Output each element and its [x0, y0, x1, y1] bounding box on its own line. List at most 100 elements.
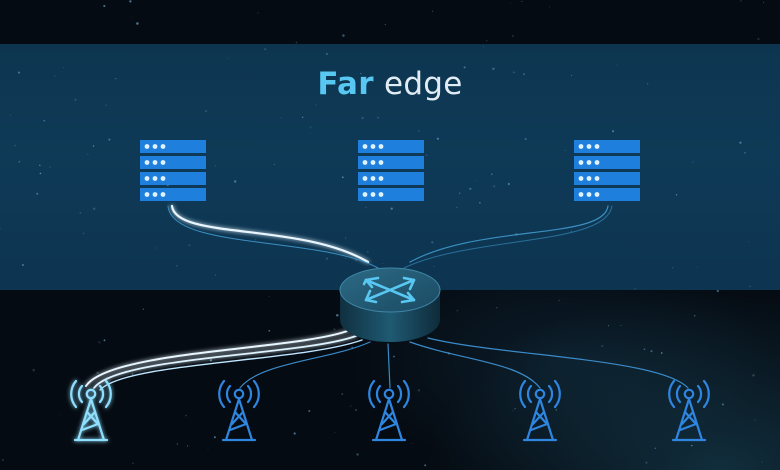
- particle-dot: [315, 104, 317, 106]
- particle-dot: [155, 247, 157, 249]
- particle-dot: [607, 325, 610, 327]
- particle-dot: [36, 192, 39, 195]
- particle-dot: [469, 187, 472, 190]
- server-led: [586, 176, 592, 181]
- particle-dot: [233, 180, 237, 183]
- particle-dot: [548, 6, 551, 8]
- particle-dot: [433, 266, 435, 268]
- particle-dot: [43, 119, 46, 122]
- cell-tower-icon: [218, 379, 260, 442]
- particle-dot: [382, 263, 383, 265]
- particle-dot: [268, 295, 270, 297]
- link-server-left-router: [170, 204, 370, 264]
- particle-dot: [456, 206, 458, 208]
- particle-dot: [354, 409, 357, 411]
- particle-dot: [456, 309, 459, 312]
- particle-dot: [207, 449, 209, 450]
- server-led: [378, 160, 384, 165]
- server-led: [160, 144, 166, 149]
- particle-dot: [754, 419, 756, 421]
- particle-dot: [49, 166, 51, 168]
- cell-tower-5: [668, 379, 710, 442]
- server-led: [370, 144, 376, 149]
- particle-dot: [721, 403, 724, 406]
- particle-dot: [747, 241, 749, 243]
- particle-dot: [96, 371, 99, 375]
- server-unit: [358, 188, 424, 201]
- particle-dot: [39, 164, 41, 167]
- server-led: [160, 160, 166, 165]
- server-led: [144, 160, 150, 165]
- server-led: [378, 192, 384, 197]
- particle-dot: [654, 447, 657, 450]
- server-led: [594, 176, 600, 181]
- server-unit: [358, 140, 424, 153]
- particle-dot: [744, 151, 746, 154]
- particle-dot: [302, 116, 304, 118]
- particle-dot: [424, 464, 427, 467]
- particle-dot: [350, 405, 352, 407]
- particle-dot: [82, 232, 85, 235]
- particle-dot: [264, 48, 267, 51]
- server-led: [586, 192, 592, 197]
- particle-dot: [92, 145, 95, 147]
- cell-tower-icon: [70, 379, 112, 442]
- particle-dot: [691, 444, 693, 447]
- server-led: [144, 176, 150, 181]
- particle-dot: [175, 264, 178, 267]
- diagram-title: Far edge: [0, 66, 780, 102]
- particle-dot: [9, 114, 12, 116]
- particle-dot: [417, 130, 420, 132]
- particle-dot: [176, 443, 179, 445]
- particle-dot: [280, 117, 282, 119]
- cell-tower-icon: [368, 379, 410, 442]
- server-led: [594, 144, 600, 149]
- particle-dot: [32, 368, 35, 372]
- cell-tower-1: [70, 379, 112, 442]
- server-led: [152, 176, 158, 181]
- server-rack-icon: [574, 140, 640, 201]
- particle-dot: [716, 289, 719, 293]
- connection-lines: [85, 204, 689, 391]
- particle-dot: [209, 359, 213, 362]
- server-led: [160, 192, 166, 197]
- cell-tower-3: [368, 379, 410, 442]
- particle-dot: [496, 307, 498, 309]
- cell-tower-2: [218, 379, 260, 442]
- particle-dot: [103, 4, 106, 8]
- particle-dot: [273, 164, 275, 165]
- server-unit: [140, 172, 206, 185]
- particle-dot: [333, 328, 336, 331]
- particle-dot: [564, 149, 566, 151]
- particle-dot: [268, 329, 271, 332]
- particle-dot: [643, 348, 646, 351]
- particle-dot: [213, 436, 216, 439]
- server-led: [362, 160, 368, 165]
- particle-dot: [558, 299, 560, 302]
- particle-dot: [136, 22, 139, 25]
- server-unit: [358, 156, 424, 169]
- particle-dot: [514, 408, 516, 410]
- particle-dot: [132, 462, 134, 465]
- particle-dot: [646, 83, 649, 85]
- particle-dot: [692, 161, 694, 163]
- particle-dot: [129, 0, 132, 3]
- particle-dot: [21, 263, 24, 267]
- particle-dot: [360, 72, 362, 75]
- server-led: [152, 160, 158, 165]
- server-racks: [140, 140, 640, 201]
- particle-dot: [255, 239, 257, 241]
- link-router-tower-5: [427, 337, 689, 389]
- particle-dot: [204, 110, 208, 113]
- cell-towers: [70, 379, 710, 442]
- particle-dot: [740, 0, 742, 2]
- server-led: [586, 160, 592, 165]
- link-router-tower-1-b: [93, 335, 357, 389]
- server-unit: [358, 172, 424, 185]
- title-rest: edge: [383, 66, 463, 102]
- particle-dot: [336, 313, 339, 317]
- particle-dot: [555, 409, 558, 411]
- particle-dot: [492, 67, 495, 71]
- particle-dot: [295, 41, 298, 44]
